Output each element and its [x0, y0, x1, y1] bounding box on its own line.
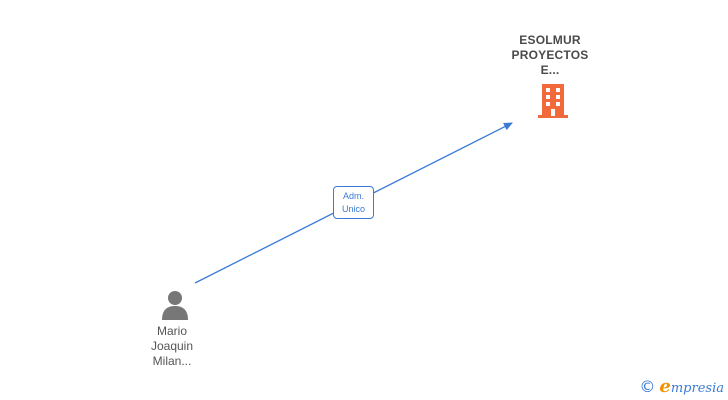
brand-initial: e [659, 375, 671, 397]
person-name-line-3: Milan... [152, 354, 192, 368]
relation-label-line-1: Adm. [342, 191, 364, 201]
company-name-line-3: E... [540, 63, 560, 77]
company-name-line-2: PROYECTOS [511, 48, 589, 62]
relation-label-badge: Adm. Unico [333, 186, 374, 219]
person-name-line-1: Mario [156, 324, 187, 338]
brand-name: mpresia [670, 380, 724, 396]
person-node-label[interactable]: Mario Joaquin Milan... [122, 324, 222, 369]
relation-label-line-2: Unico [341, 204, 365, 214]
person-icon[interactable] [159, 289, 191, 321]
person-name-line-2: Joaquin [150, 339, 194, 353]
company-node-label[interactable]: ESOLMUR PROYECTOS E... [490, 33, 610, 78]
building-icon[interactable] [536, 83, 570, 119]
empresia-watermark: © empresia [639, 375, 724, 397]
brand-logo: empresia [659, 376, 724, 397]
company-name-line-1: ESOLMUR [519, 33, 581, 47]
copyright-icon: © [639, 376, 656, 396]
